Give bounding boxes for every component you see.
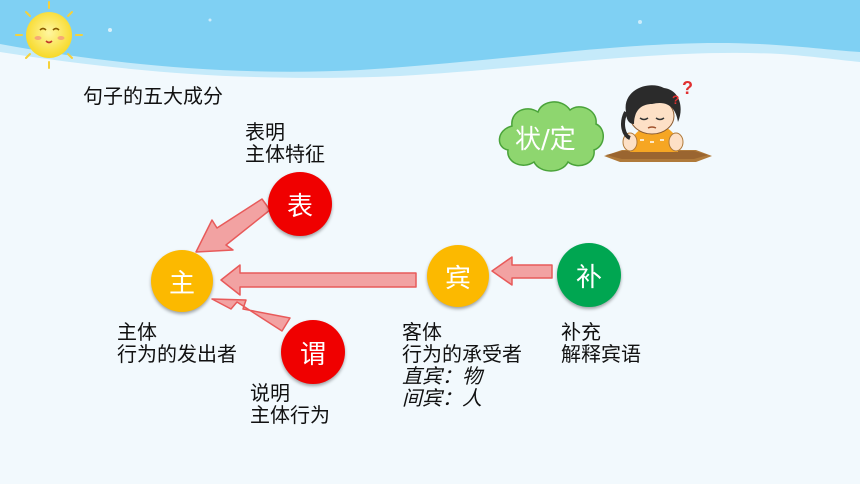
arrow-bu-to-bin (491, 256, 553, 286)
node-bu: 补 (557, 243, 621, 307)
caption-bin-line1: 客体 (402, 320, 442, 344)
page-title: 句子的五大成分 (83, 84, 223, 108)
caption-biao: 表明 主体特征 (245, 121, 325, 165)
node-bin-label: 宾 (444, 263, 471, 294)
arrow-bin-to-zhu (220, 264, 417, 296)
caption-wei: 说明 主体行为 (250, 382, 330, 426)
thinking-girl-illustration: ? ? (604, 78, 712, 162)
cloud-shape (498, 101, 604, 172)
caption-biao-line2: 主体特征 (245, 142, 325, 166)
svg-text:?: ? (682, 78, 693, 98)
node-wei: 谓 (281, 320, 345, 384)
caption-bu-line1: 补充 (561, 320, 601, 344)
arrow-wei-to-zhu (211, 298, 291, 332)
node-bin: 宾 (427, 245, 489, 307)
svg-text:?: ? (672, 93, 679, 107)
caption-bu-line2: 解释宾语 (561, 342, 641, 366)
node-biao-label: 表 (286, 191, 313, 222)
caption-bin-indirect-object: 间宾：人 (402, 386, 482, 410)
caption-zhu-line2: 行为的发出者 (117, 342, 237, 366)
node-zhu-label: 主 (168, 268, 195, 299)
node-biao: 表 (268, 172, 332, 236)
arrow-biao-to-zhu (195, 198, 271, 253)
caption-wei-line1: 说明 (250, 381, 290, 405)
cloud-label: 状/定 (515, 125, 576, 155)
node-bu-label: 补 (575, 262, 602, 293)
caption-bu: 补充 解释宾语 (561, 321, 641, 365)
caption-bin-direct-object: 直宾：物 (402, 364, 482, 388)
caption-bin-line2: 行为的承受者 (402, 342, 522, 366)
sun-icon (15, 1, 83, 69)
caption-bin: 客体 行为的承受者 直宾：物 间宾：人 (402, 321, 522, 409)
caption-wei-line2: 主体行为 (250, 403, 330, 427)
caption-zhu-line1: 主体 (117, 320, 157, 344)
node-wei-label: 谓 (299, 339, 326, 370)
caption-biao-line1: 表明 (245, 120, 285, 144)
node-zhu: 主 (151, 250, 213, 312)
caption-zhu: 主体 行为的发出者 (117, 321, 237, 365)
